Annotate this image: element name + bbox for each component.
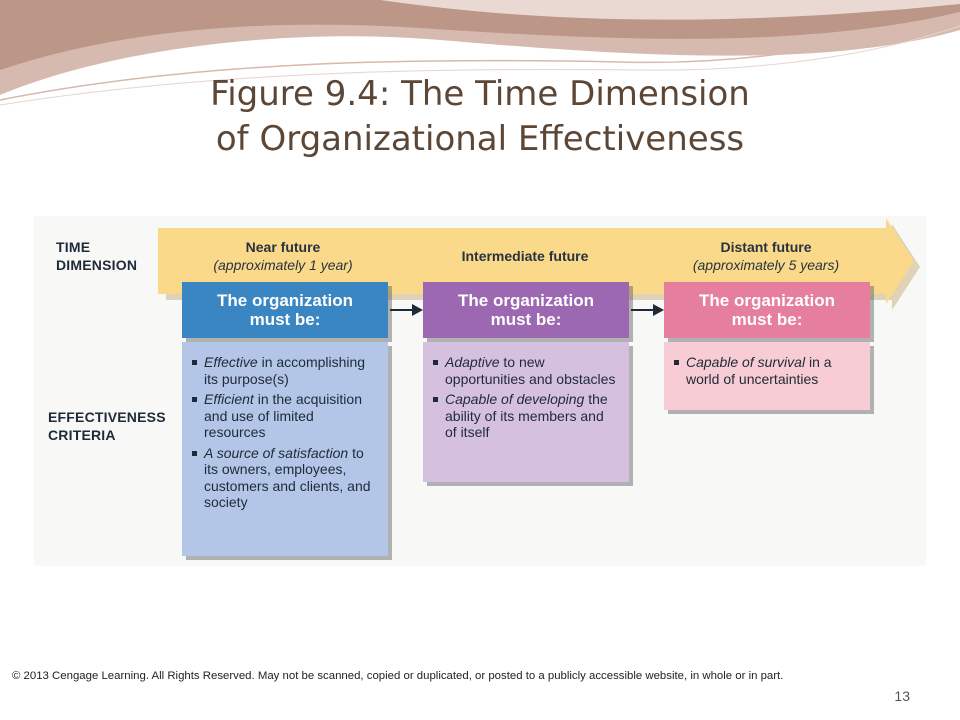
column-distant-header: The organization must be: [664, 282, 870, 338]
column-intermediate-header-line2: must be: [490, 310, 562, 329]
criteria-item: Capable of developing the ability of its… [433, 391, 619, 441]
column-distant-future: The organization must be: Capable of sur… [664, 282, 870, 410]
column-near-future: The organization must be: Effective in a… [182, 282, 388, 556]
criteria-item: Effective in accomplishing its purpose(s… [192, 354, 378, 387]
copyright-footer: © 2013 Cengage Learning. All Rights Rese… [12, 670, 784, 682]
criteria-item-emphasis: Capable of survival [686, 354, 806, 370]
column-intermediate-header-line1: The organization [458, 291, 594, 310]
criteria-item: A source of satisfaction to its owners, … [192, 444, 378, 511]
criteria-item-text: in a world of uncertainties [686, 354, 832, 387]
criteria-item: Efficient in the acquisition and use of … [192, 391, 378, 441]
criteria-item-emphasis: Effective [204, 354, 258, 370]
criteria-label-line1: EFFECTIVENESS [48, 409, 166, 425]
criteria-item-emphasis: Efficient [204, 391, 254, 407]
period-intermediate-name: Intermediate future [461, 248, 589, 264]
criteria-item-text: to its owners, employees, customers and … [204, 444, 371, 511]
effectiveness-figure: TIME DIMENSION Near future (approximatel… [34, 216, 926, 566]
column-near-header-line2: must be: [249, 310, 321, 329]
period-near-name: Near future [245, 239, 321, 255]
criteria-item-emphasis: Capable of developing [445, 391, 585, 407]
slide-title: Figure 9.4: The Time Dimension of Organi… [80, 72, 880, 162]
period-distant-name: Distant future [720, 239, 812, 255]
criteria-item-emphasis: Adaptive [445, 354, 500, 370]
period-distant-sub: (approximately 5 years) [692, 257, 840, 273]
slide-title-line1: Figure 9.4: The Time Dimension [210, 74, 750, 114]
period-distant: Distant future (approximately 5 years) [656, 238, 876, 274]
column-near-header: The organization must be: [182, 282, 388, 338]
connector-arrow-2 [631, 304, 664, 316]
column-distant-body: Capable of survival in a world of uncert… [664, 342, 870, 410]
criteria-item-emphasis: A source of satisfaction [204, 444, 349, 461]
period-near-sub: (approximately 1 year) [213, 257, 353, 273]
column-intermediate-body: Adaptive to new opportunities and obstac… [423, 342, 629, 482]
period-intermediate: Intermediate future [415, 247, 635, 265]
header-swoosh-decoration [0, 0, 960, 106]
criteria-item-text: the ability of its members and of itself [445, 391, 608, 440]
column-distant-header-line1: The organization [699, 291, 835, 310]
column-near-body: Effective in accomplishing its purpose(s… [182, 342, 388, 556]
criteria-label-line2: CRITERIA [48, 427, 116, 443]
effectiveness-criteria-label: EFFECTIVENESS CRITERIA [48, 408, 166, 444]
time-label-line1: TIME [56, 239, 91, 255]
time-label-line2: DIMENSION [56, 257, 138, 273]
criteria-item: Capable of survival in a world of uncert… [674, 354, 860, 387]
time-dimension-label: TIME DIMENSION [56, 238, 137, 274]
column-distant-header-line2: must be: [731, 310, 803, 329]
criteria-item-text: in accomplishing its purpose(s) [204, 354, 366, 387]
column-intermediate-future: The organization must be: Adaptive to ne… [423, 282, 629, 482]
column-near-header-line1: The organization [217, 291, 353, 310]
criteria-item-text: to new opportunities and obstacles [445, 354, 616, 387]
slide-title-line2: of Organizational Effectiveness [215, 119, 745, 159]
page-number: 13 [894, 688, 910, 704]
column-intermediate-header: The organization must be: [423, 282, 629, 338]
period-near: Near future (approximately 1 year) [173, 238, 393, 274]
criteria-item: Adaptive to new opportunities and obstac… [433, 354, 619, 387]
criteria-item-text: in the acquisition and use of limited re… [204, 391, 362, 440]
connector-arrow-1 [390, 304, 423, 316]
